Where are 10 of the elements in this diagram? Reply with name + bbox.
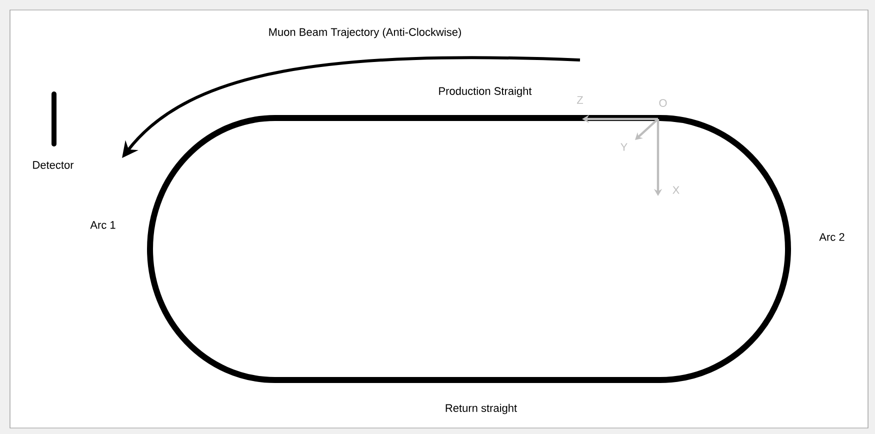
section-label: Arc 2 [819,233,844,241]
trajectory-label: Muon Beam Trajectory (Anti-Clockwise) [269,28,461,38]
detector-label: Detector [33,161,74,169]
section-label: Return straight [446,404,517,414]
axis-label: Z [577,96,584,104]
section-label: Production Straight [439,86,532,98]
axis-label: Y [620,143,628,151]
axis-label: X [672,186,680,194]
section-label: Arc 1 [90,221,116,229]
axis-label: O [659,99,667,107]
